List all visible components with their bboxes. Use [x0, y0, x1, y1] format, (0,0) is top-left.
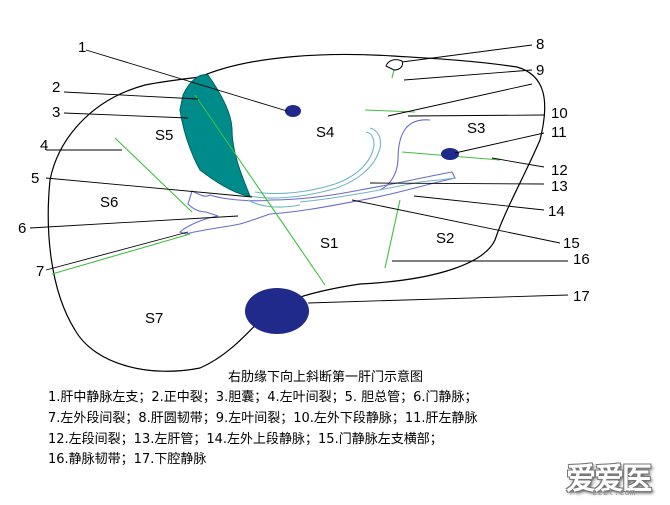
ligamentum-teres-shape: [385, 59, 403, 71]
left-hepatic-vein: [441, 148, 459, 160]
legend-line-3: 12.左段间裂；13.左肝管；14.左外上段静脉；15.门静脉左支横部；: [48, 432, 443, 447]
label-4: 4: [40, 137, 48, 154]
inferior-vena-cava: [245, 288, 309, 334]
leader-lines: [29, 44, 569, 304]
label-6: 6: [18, 220, 26, 237]
label-11: 11: [551, 124, 567, 141]
segment-s5: S5: [155, 127, 173, 144]
lateral-inferior-segment-vein: [379, 119, 431, 191]
label-17: 17: [573, 288, 590, 305]
label-12: 12: [551, 162, 568, 179]
legend-line-1: 1.肝中静脉左支；2.正中裂；3.胆囊；4.左叶间裂；5. 胆总管；6.门静脉；: [48, 390, 478, 405]
ligamentum-venosum-line: [384, 199, 401, 269]
legend-line-4: 16.静脉韧带；17.下腔静脉: [48, 452, 207, 467]
caption-title: 右肋缘下向上斜断第一肝门示意图: [228, 370, 424, 385]
liver-outline: [47, 53, 546, 372]
watermark-logo-text: 爱爱医: [566, 462, 652, 497]
left-interlobar-fissure-line: [114, 137, 193, 213]
label-10: 10: [551, 105, 568, 122]
label-13: 13: [551, 178, 568, 195]
segment-s2: S2: [436, 230, 454, 247]
middle-hepatic-vein-left-branch: [285, 105, 301, 117]
left-lateral-intersegmental-fissure-line: [51, 233, 191, 275]
segment-s1: S1: [320, 235, 338, 252]
label-14: 14: [548, 203, 565, 220]
label-8: 8: [536, 36, 544, 53]
segment-s6: S6: [100, 194, 118, 211]
label-3: 3: [52, 104, 60, 121]
label-16: 16: [573, 251, 590, 268]
watermark-url: izzl.com: [592, 488, 636, 498]
label-9: 9: [536, 62, 544, 79]
portal-vein-shape: [178, 171, 456, 235]
label-2: 2: [52, 79, 60, 96]
label-5: 5: [31, 170, 39, 187]
label-7: 7: [36, 263, 44, 280]
gallbladder-shape: [179, 74, 251, 197]
left-hepatic-duct: [249, 127, 382, 199]
label-15: 15: [563, 235, 580, 252]
watermark: 爱爱医 izzl.com: [562, 452, 668, 504]
segment-s3: S3: [467, 120, 485, 137]
segment-s4: S4: [316, 124, 334, 141]
legend-line-2: 7.左外段间裂；8.肝圆韧带；9.左叶间裂；10.左外下段静脉；11.肝左静脉: [48, 411, 478, 426]
median-fissure-line: [194, 94, 326, 286]
label-1: 1: [78, 39, 86, 56]
segment-s7: S7: [145, 310, 163, 327]
left-hepatic-duct-inner: [254, 131, 375, 195]
